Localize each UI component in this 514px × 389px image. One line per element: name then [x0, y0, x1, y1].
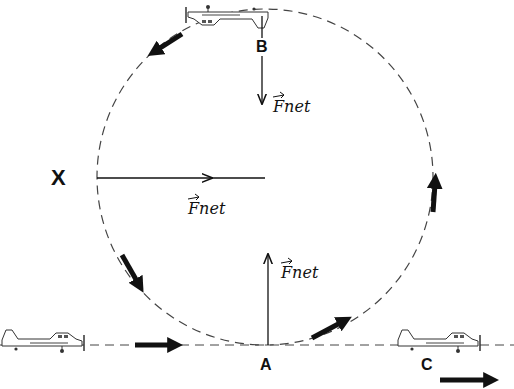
airplane — [186, 5, 268, 28]
motion-arrow — [433, 184, 435, 212]
motion-arrow — [440, 378, 488, 383]
force-vector — [97, 177, 265, 178]
force-vector — [261, 16, 262, 104]
motion-arrow — [312, 322, 342, 338]
point-letter: B — [255, 38, 269, 56]
point-letter: C — [420, 356, 434, 374]
airplane — [398, 330, 480, 353]
airplane — [2, 330, 84, 353]
loop-path — [97, 9, 433, 345]
point-letter: A — [259, 356, 273, 374]
motion-arrow — [122, 255, 138, 283]
motion-arrow — [157, 34, 182, 50]
point-letter: X — [50, 166, 67, 190]
force-label: Fnet — [280, 264, 319, 282]
force-label: Fnet — [187, 200, 226, 218]
force-vector — [267, 254, 268, 345]
force-label: Fnet — [272, 98, 311, 116]
motion-arrow — [135, 343, 172, 348]
